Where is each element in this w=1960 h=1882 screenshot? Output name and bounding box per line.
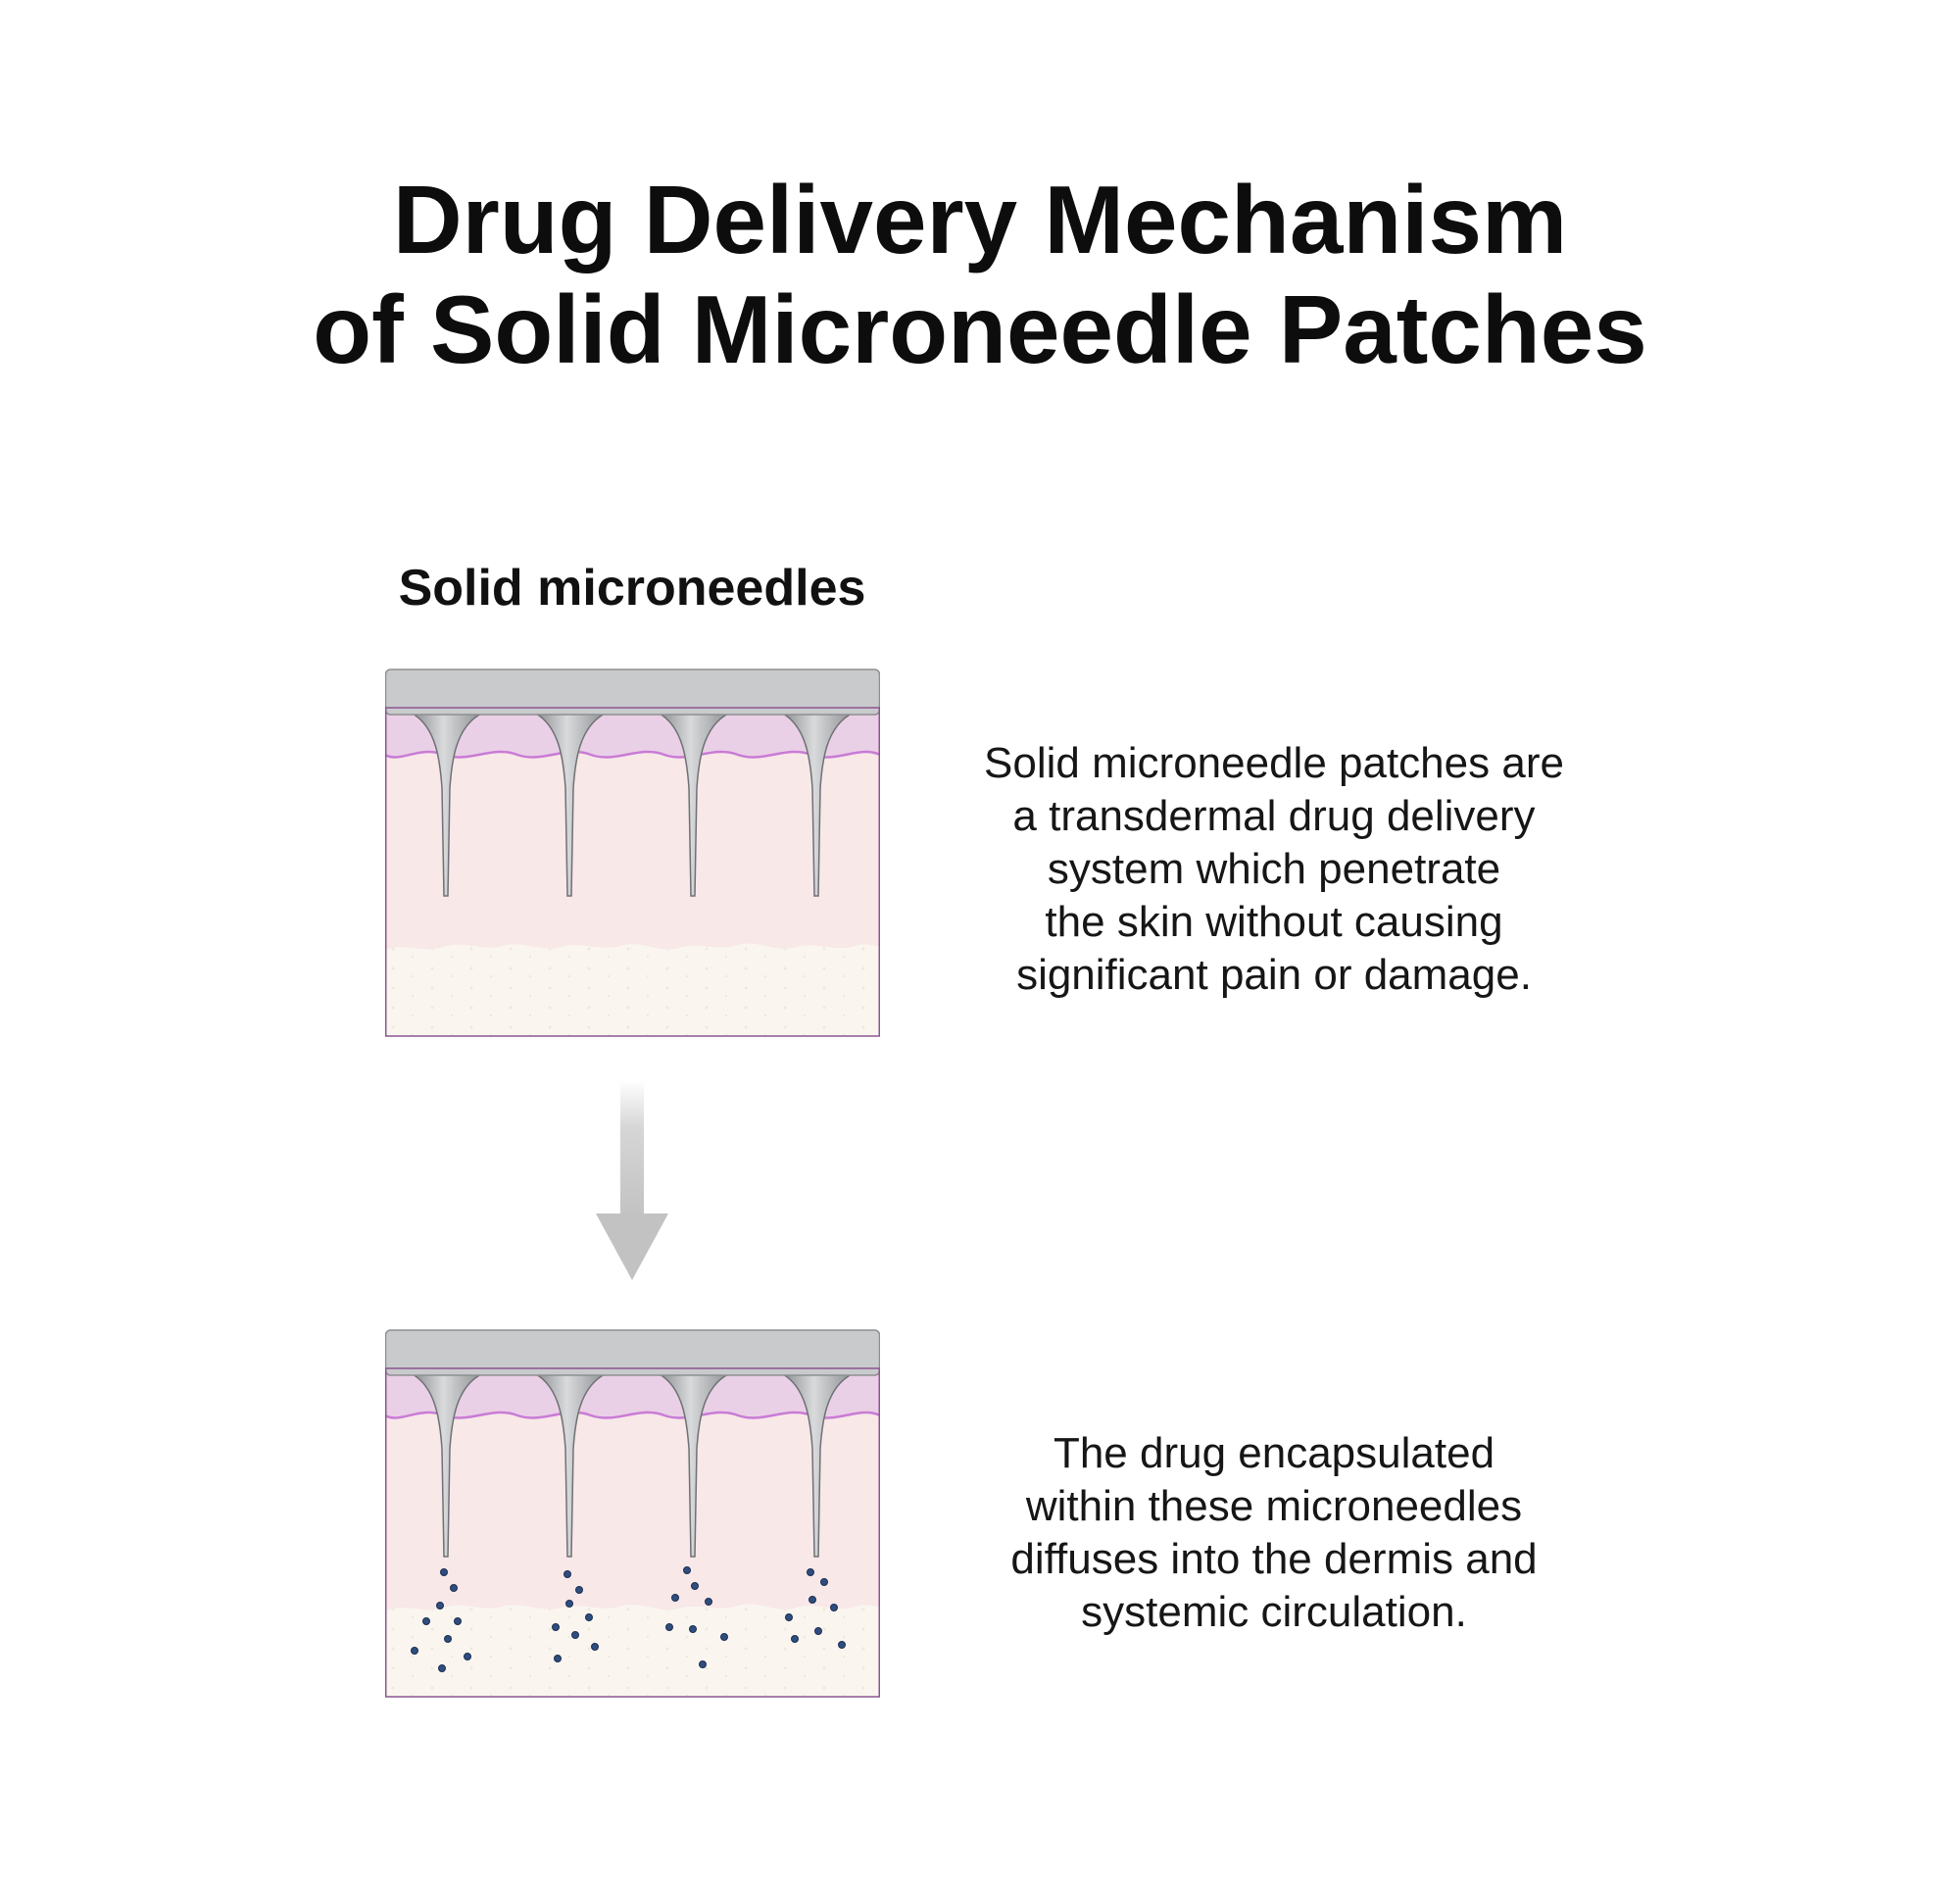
- microneedle-array: [410, 713, 853, 897]
- step2-line: The drug encapsulated: [1053, 1429, 1495, 1477]
- drug-particle-icon: [440, 1568, 448, 1576]
- step1-description: Solid microneedle patches are a transder…: [921, 737, 1627, 1002]
- drug-particles: [411, 1566, 846, 1672]
- drug-particle-icon: [720, 1633, 728, 1641]
- epidermis-boundary-line: [385, 1411, 880, 1419]
- microneedle-icon: [657, 713, 729, 897]
- drug-particle-icon: [450, 1584, 458, 1592]
- drug-particle-icon: [691, 1582, 699, 1590]
- drug-particle-icon: [791, 1635, 799, 1643]
- drug-particle-icon: [575, 1586, 583, 1594]
- drug-particle-icon: [565, 1600, 573, 1608]
- down-arrow-icon: [596, 1080, 668, 1280]
- drug-particle-icon: [808, 1596, 816, 1604]
- drug-particle-icon: [699, 1660, 707, 1668]
- drug-particle-icon: [591, 1643, 599, 1651]
- drug-particle-icon: [585, 1613, 593, 1621]
- skin-panel-insertion: [385, 669, 880, 1037]
- drug-particle-icon: [438, 1664, 446, 1672]
- step1-line: Solid microneedle patches are: [984, 739, 1564, 787]
- microneedle-icon: [410, 713, 482, 897]
- skin-cross-section-illustration: [385, 1329, 880, 1698]
- drug-particle-icon: [554, 1655, 562, 1662]
- epidermis-boundary-line: [385, 750, 880, 759]
- step1-line: the skin without causing: [1045, 898, 1503, 946]
- skin-panel-diffusion: [385, 1329, 880, 1698]
- step1-line: significant pain or damage.: [1016, 951, 1532, 999]
- drug-particle-icon: [671, 1594, 679, 1602]
- microneedle-icon: [780, 713, 853, 897]
- panel-heading: Solid microneedles: [398, 560, 866, 617]
- epidermis-layer: [385, 708, 880, 758]
- epidermis-layer: [385, 1368, 880, 1418]
- title-line-2: of Solid Microneedle Patches: [313, 275, 1647, 383]
- microneedle-icon: [780, 1373, 853, 1558]
- drug-particle-icon: [705, 1598, 712, 1606]
- drug-particle-icon: [436, 1602, 444, 1610]
- drug-particle-icon: [820, 1578, 828, 1586]
- drug-particle-icon: [454, 1617, 462, 1625]
- drug-particle-icon: [689, 1625, 697, 1633]
- drug-particle-icon: [838, 1641, 846, 1649]
- microneedle-icon: [410, 1373, 482, 1558]
- drug-particle-icon: [564, 1570, 571, 1578]
- microneedle-icon: [533, 713, 606, 897]
- drug-particle-icon: [422, 1617, 430, 1625]
- step1-line: a transdermal drug delivery: [1012, 792, 1536, 840]
- microneedle-icon: [657, 1373, 729, 1558]
- drug-particle-icon: [444, 1635, 452, 1643]
- panel-border: [385, 707, 880, 1037]
- drug-particle-icon: [683, 1566, 691, 1574]
- step1-line: system which penetrate: [1047, 845, 1501, 893]
- drug-particle-icon: [814, 1627, 822, 1635]
- panel-border: [385, 1367, 880, 1698]
- step2-line: within these microneedles: [1025, 1482, 1523, 1530]
- step2-line: systemic circulation.: [1081, 1588, 1467, 1636]
- step2-line: diffuses into the dermis and: [1010, 1535, 1538, 1583]
- drug-particle-icon: [552, 1623, 560, 1631]
- diagram-title: Drug Delivery Mechanism of Solid Microne…: [0, 165, 1960, 384]
- drug-particle-icon: [571, 1631, 579, 1639]
- drug-particle-icon: [807, 1568, 814, 1576]
- microneedle-icon: [533, 1373, 606, 1558]
- drug-particle-icon: [665, 1623, 673, 1631]
- microneedle-array: [410, 1373, 853, 1558]
- drug-particle-icon: [464, 1653, 471, 1660]
- patch-base: [385, 1329, 880, 1376]
- title-line-1: Drug Delivery Mechanism: [392, 166, 1568, 273]
- drug-particle-icon: [785, 1613, 793, 1621]
- drug-particle-icon: [830, 1604, 838, 1611]
- step2-description: The drug encapsulated within these micro…: [921, 1427, 1627, 1639]
- skin-cross-section-illustration: [385, 669, 880, 1037]
- patch-base: [385, 669, 880, 716]
- drug-particle-icon: [411, 1647, 418, 1655]
